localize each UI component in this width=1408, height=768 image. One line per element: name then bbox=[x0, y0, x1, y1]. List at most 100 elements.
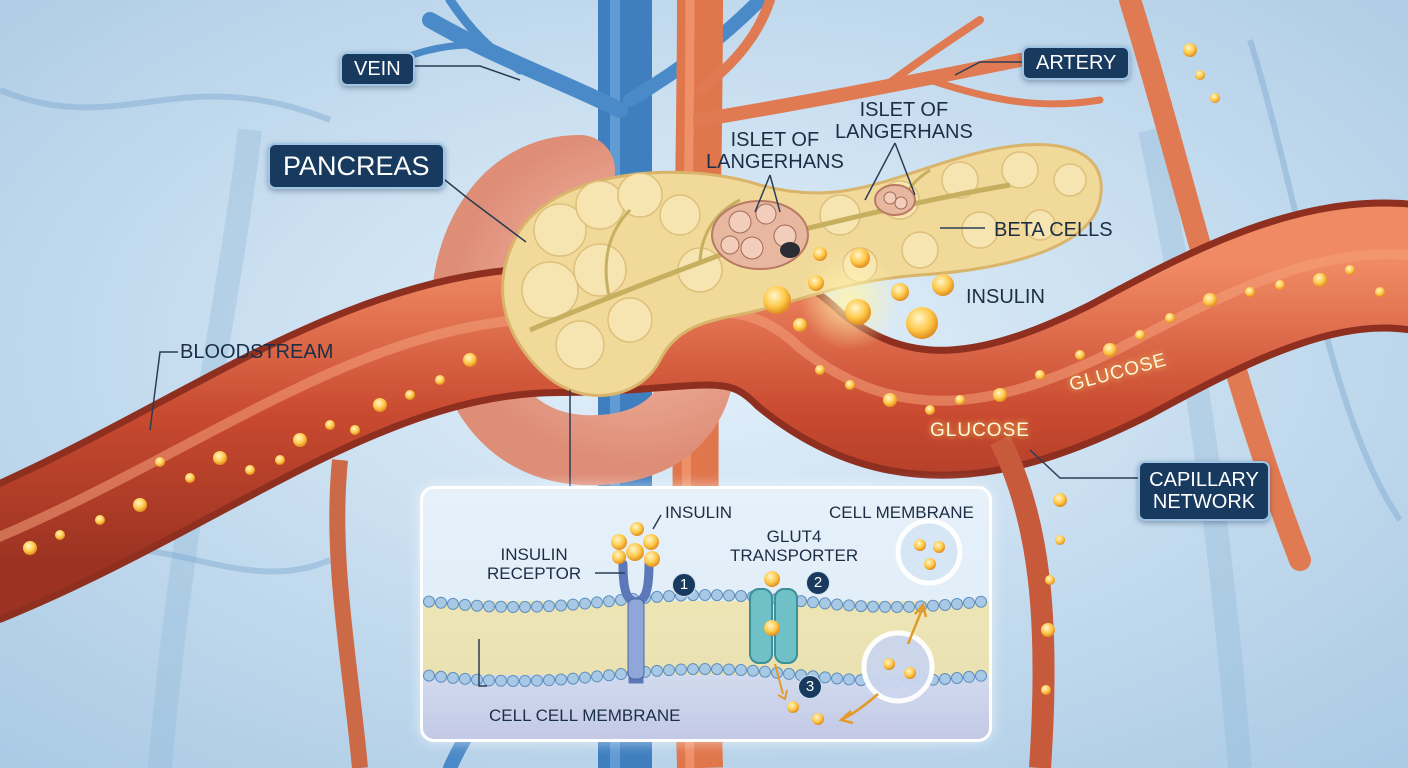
phospholipid-head bbox=[603, 595, 615, 608]
glut4-transporter bbox=[749, 571, 824, 725]
glucose-particle bbox=[955, 395, 965, 405]
phospholipid-head bbox=[543, 674, 555, 687]
glucose-particle bbox=[883, 393, 897, 407]
phospholipid-head bbox=[651, 664, 663, 677]
phospholipid-head bbox=[591, 596, 603, 609]
glucose-particle bbox=[1041, 623, 1055, 637]
glucose-particle bbox=[185, 473, 195, 483]
pancreas bbox=[501, 143, 1103, 397]
phospholipid-head bbox=[507, 600, 519, 613]
step-2-badge: 2 bbox=[806, 571, 830, 595]
glucose-particle bbox=[1375, 287, 1385, 297]
glucose-particle bbox=[1075, 350, 1085, 360]
phospholipid-head bbox=[711, 589, 723, 602]
glucose-particle bbox=[213, 451, 227, 465]
phospholipid-head bbox=[879, 600, 891, 613]
glucose-particle bbox=[1245, 287, 1255, 297]
islet-of-langerhans-left bbox=[711, 200, 809, 270]
glucose-particle bbox=[1275, 280, 1285, 290]
cell-membrane-label: CELL MEMBRANE bbox=[829, 503, 974, 522]
phospholipid-head bbox=[735, 664, 747, 677]
islet-of-langerhans-right-label: ISLET OF LANGERHANS bbox=[835, 99, 973, 143]
glucose-particle bbox=[245, 465, 255, 475]
vesicle-lower bbox=[861, 630, 935, 704]
glucose-particle bbox=[815, 365, 825, 375]
phospholipid-head bbox=[663, 590, 675, 603]
phospholipid-head bbox=[531, 674, 543, 687]
glucose-particle bbox=[1210, 93, 1220, 103]
phospholipid-head bbox=[903, 600, 915, 613]
phospholipid-head bbox=[759, 665, 771, 678]
phospholipid-head bbox=[495, 674, 507, 687]
beta-cells-label: BETA CELLS bbox=[994, 219, 1113, 241]
phospholipid-head bbox=[975, 669, 987, 682]
phospholipid-head bbox=[975, 595, 987, 608]
glucose-particle bbox=[463, 353, 477, 367]
glucose-particle bbox=[1135, 330, 1145, 340]
inset-insulin-label: INSULIN bbox=[665, 503, 733, 522]
step-1-badge: 1 bbox=[672, 573, 696, 597]
transport-arrows bbox=[838, 602, 928, 725]
phospholipid-head bbox=[459, 672, 471, 685]
phospholipid-head bbox=[831, 598, 843, 611]
glucose-particle bbox=[1041, 685, 1051, 695]
phospholipid-head bbox=[663, 664, 675, 677]
phospholipid-head bbox=[843, 599, 855, 612]
phospholipid-head bbox=[867, 600, 879, 613]
phospholipid-head bbox=[483, 600, 495, 613]
phospholipid-head bbox=[447, 671, 459, 684]
insulin-particles bbox=[763, 247, 954, 350]
cell-cell-membrane-label: CELL CELL MEMBRANE bbox=[489, 706, 681, 725]
glucose-particle bbox=[1183, 43, 1197, 57]
phospholipid-head bbox=[699, 663, 711, 676]
insulin-receptor bbox=[618, 559, 654, 684]
phospholipid-head bbox=[471, 673, 483, 686]
phospholipid-head bbox=[723, 663, 735, 676]
phospholipid-head bbox=[819, 671, 831, 684]
glucose-particle bbox=[275, 455, 285, 465]
phospholipid-head bbox=[495, 600, 507, 613]
phospholipid-head bbox=[567, 672, 579, 685]
capillary-network-label: CAPILLARY NETWORK bbox=[1138, 461, 1270, 521]
glucose-particle bbox=[1055, 535, 1065, 545]
pancreas-label: PANCREAS bbox=[268, 143, 445, 189]
phospholipid-head bbox=[891, 600, 903, 613]
phospholipid-head bbox=[531, 600, 543, 613]
glucose-particle bbox=[925, 405, 935, 415]
phospholipid-head bbox=[423, 669, 435, 682]
islet-of-langerhans-left-label: ISLET OF LANGERHANS bbox=[706, 129, 844, 173]
glucose-particle bbox=[993, 388, 1007, 402]
glucose-particle bbox=[1045, 575, 1055, 585]
glut4-transporter-label: GLUT4 TRANSPORTER bbox=[730, 527, 859, 565]
phospholipid-head bbox=[423, 595, 435, 608]
phospholipid-head bbox=[951, 598, 963, 611]
glucose-particle bbox=[1203, 293, 1217, 307]
glucose-particle bbox=[373, 398, 387, 412]
phospholipid-head bbox=[831, 672, 843, 685]
phospholipid-head bbox=[507, 674, 519, 687]
glucose-particle bbox=[1195, 70, 1205, 80]
phospholipid-head bbox=[807, 596, 819, 609]
glucose-particle bbox=[325, 420, 335, 430]
cell-membrane-inset: INSULIN INSULIN RECEPTOR GLUT4 TRANSPORT… bbox=[420, 486, 992, 742]
glucose-particle bbox=[405, 390, 415, 400]
glucose-particle bbox=[435, 375, 445, 385]
insulin-receptor-label: INSULIN RECEPTOR bbox=[487, 545, 582, 583]
vein-label: VEIN bbox=[340, 52, 415, 86]
vesicle-upper bbox=[895, 518, 963, 586]
phospholipid-head bbox=[747, 664, 759, 677]
phospholipid-head bbox=[579, 671, 591, 684]
glucose-particle bbox=[55, 530, 65, 540]
glucose-particles bbox=[23, 43, 1385, 695]
glucose-particle bbox=[293, 433, 307, 447]
phospholipid-head bbox=[519, 674, 531, 687]
phospholipid-head bbox=[519, 600, 531, 613]
islet-of-langerhans-right bbox=[874, 184, 916, 216]
glucose-particle bbox=[350, 425, 360, 435]
phospholipid-head bbox=[939, 598, 951, 611]
artery-label: ARTERY bbox=[1022, 46, 1131, 80]
glucose-particle bbox=[133, 498, 147, 512]
insulin-molecules bbox=[611, 522, 660, 567]
phospholipid-head bbox=[435, 596, 447, 609]
